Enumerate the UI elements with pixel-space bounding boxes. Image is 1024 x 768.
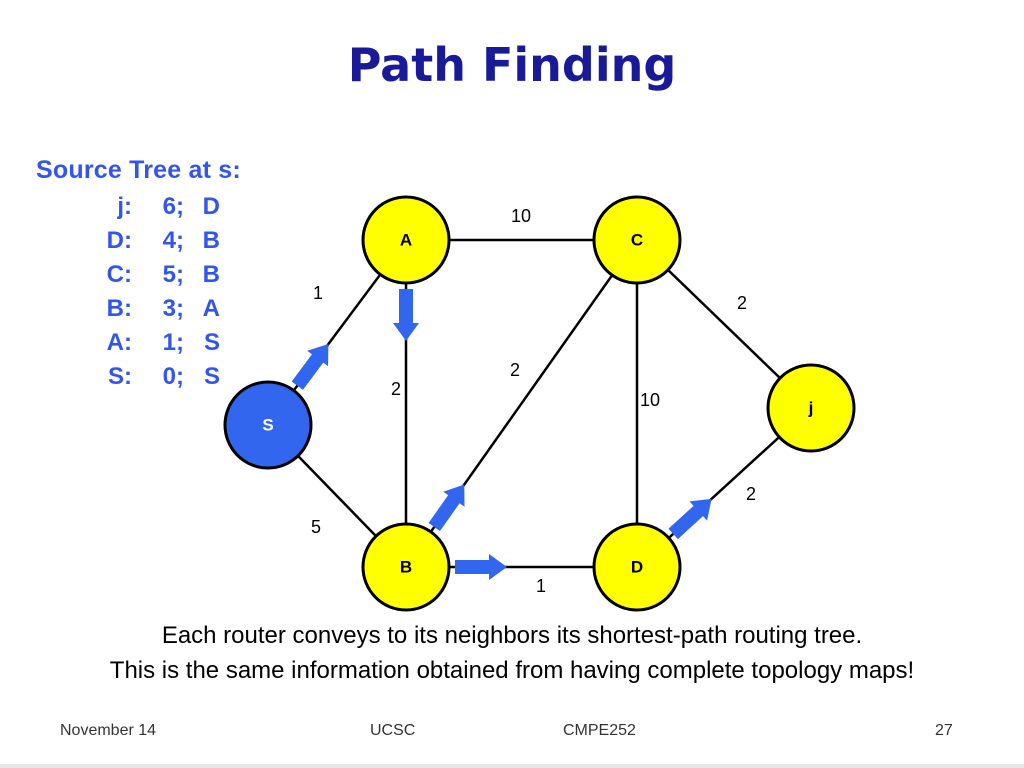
source-tree-row: D: 4; B (80, 224, 220, 258)
tree-arrow-B-C (428, 484, 465, 532)
tree-arrow-D-j (668, 498, 712, 540)
row-previous-hop: D (202, 193, 220, 220)
node-C (592, 195, 682, 285)
row-previous-hop: A (202, 295, 220, 322)
tree-arrows-layer (291, 289, 712, 580)
source-tree-row: j: 6; D (80, 190, 220, 224)
source-tree-row: C: 5; B (80, 258, 220, 292)
row-distance: 5; (162, 261, 184, 288)
source-tree-heading: Source Tree at s: (36, 156, 241, 184)
edge-weight-B-C: 2 (510, 360, 520, 380)
footer-org: UCSC (370, 722, 416, 739)
tree-arrow-S-A (291, 344, 329, 390)
caption-line-1: Each router conveys to its neighbors its… (161, 622, 863, 649)
footer-page-number: 27 (935, 722, 953, 739)
node-S (223, 380, 313, 470)
row-previous-hop: S (203, 363, 220, 390)
tree-arrow-A-B (393, 289, 419, 341)
footer-rule (0, 764, 1024, 768)
row-previous-hop: B (202, 227, 220, 254)
edge-weight-S-A: 1 (313, 283, 323, 303)
row-previous-hop: B (202, 261, 220, 288)
node-label-C: C (631, 230, 643, 249)
row-previous-hop: S (203, 329, 220, 356)
tree-arrow-B-D (455, 554, 507, 580)
node-label-A: A (400, 230, 412, 249)
row-node: C: (106, 261, 132, 288)
row-distance: 1; (162, 329, 184, 356)
node-label-B: B (400, 557, 412, 576)
edge-weight-C-j: 2 (737, 293, 747, 313)
node-label-S: S (262, 415, 273, 434)
edge-weights-layer: 1 5 2 10 2 1 10 2 2 (311, 206, 756, 596)
node-j (766, 363, 856, 453)
row-node: j: (117, 193, 132, 220)
node-A (361, 195, 451, 285)
row-node: D: (106, 227, 132, 254)
row-distance: 0; (162, 363, 184, 390)
edge-weight-D-j: 2 (746, 484, 756, 504)
node-B (361, 522, 451, 612)
row-distance: 6; (162, 193, 184, 220)
row-distance: 4; (162, 227, 184, 254)
node-D (592, 522, 682, 612)
slide-title: Path Finding (347, 38, 677, 92)
source-tree-row: A: 1; S (80, 326, 220, 360)
node-label-D: D (631, 557, 643, 576)
edges-layer (266, 238, 812, 569)
edge-weight-B-D: 1 (536, 576, 546, 596)
edge-weight-S-B: 5 (311, 517, 321, 537)
row-node: B: (106, 295, 132, 322)
footer-course: CMPE252 (563, 722, 636, 739)
edge-weight-A-B: 2 (391, 379, 401, 399)
row-node: S: (108, 363, 132, 390)
row-distance: 3; (162, 295, 184, 322)
footer-date: November 14 (60, 722, 157, 739)
edge-weight-A-C: 10 (511, 206, 531, 226)
source-tree-table: j: 6; D D: 4; B C: 5; B B: 3; A A: 1; S … (80, 190, 220, 394)
caption-line-2: This is the same information obtained fr… (109, 657, 915, 684)
row-node: A: (106, 329, 132, 356)
node-label-j: j (808, 398, 814, 417)
source-tree-row: S: 0; S (80, 360, 220, 394)
nodes-layer: S A B C Dj (223, 195, 856, 612)
edge-weight-C-D: 10 (640, 390, 660, 410)
source-tree-row: B: 3; A (80, 292, 220, 326)
